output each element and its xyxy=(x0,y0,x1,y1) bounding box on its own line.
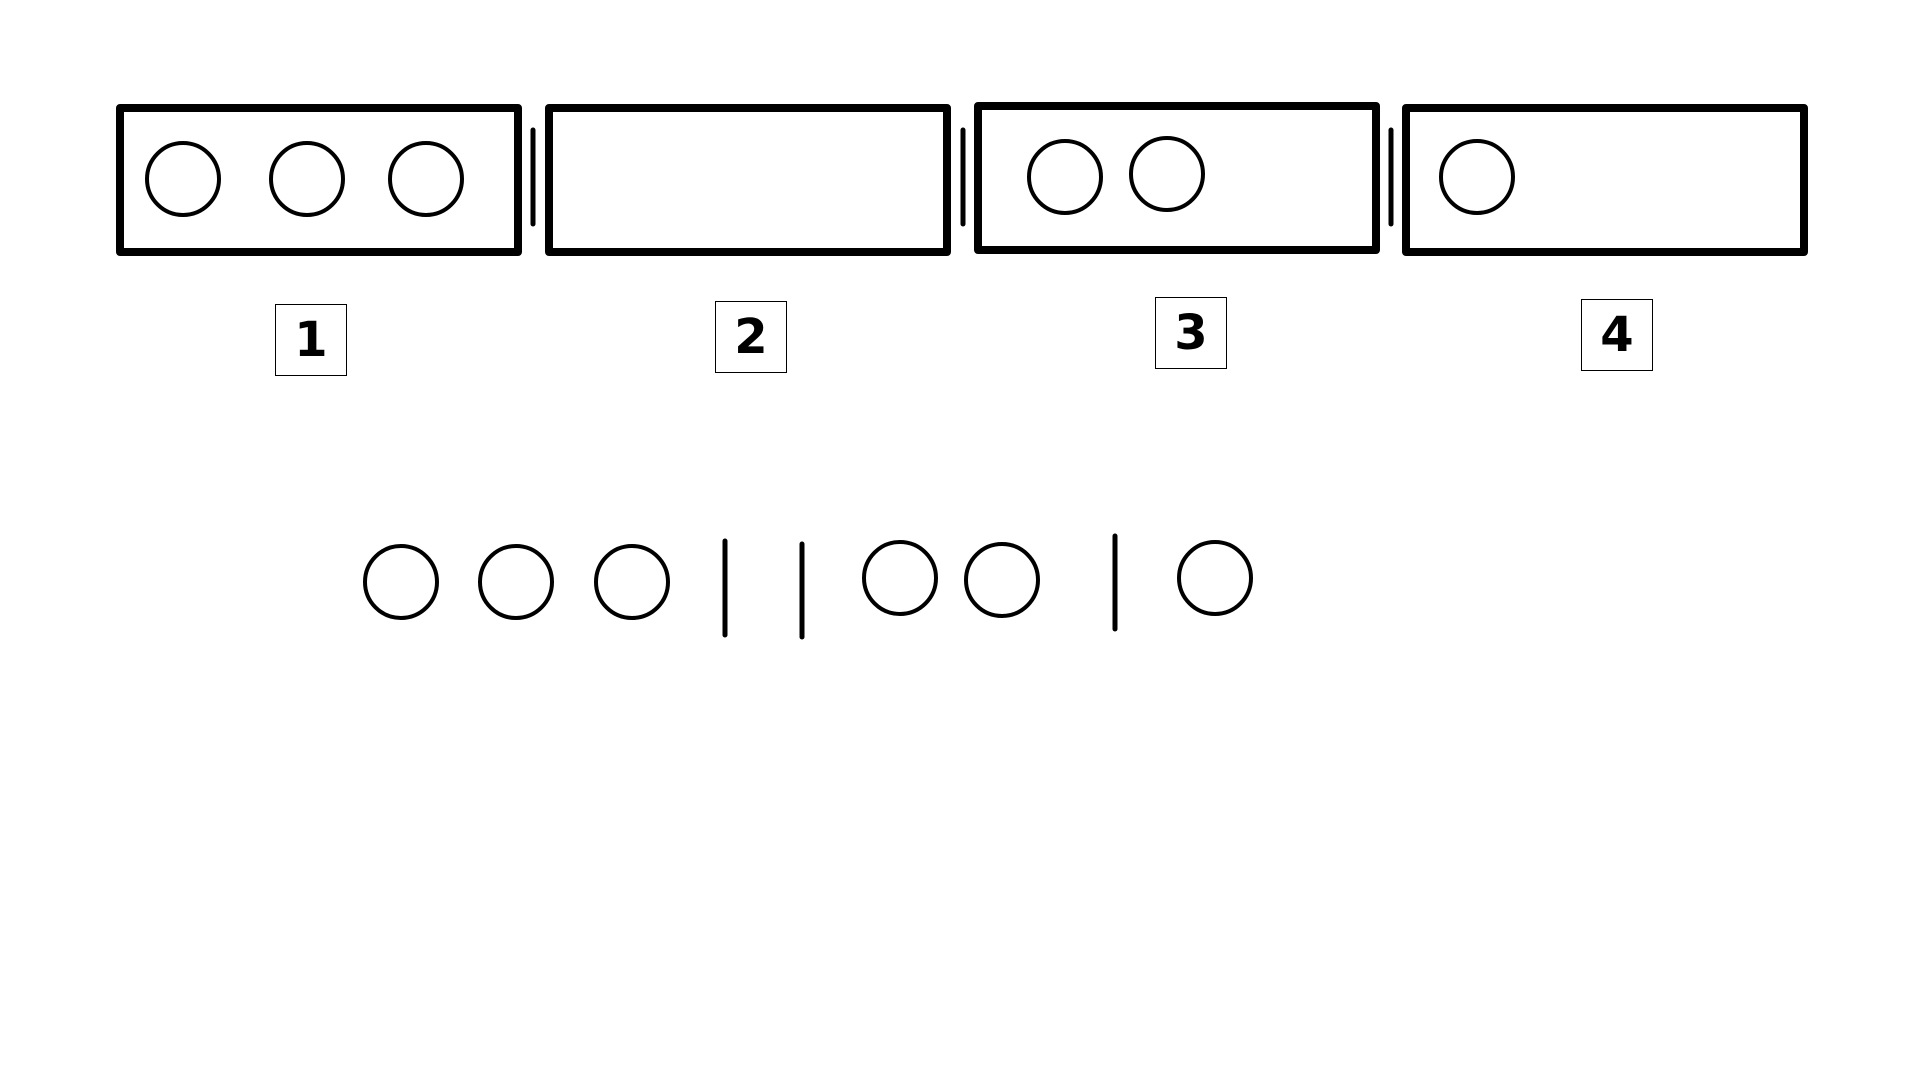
box-3-circle xyxy=(1027,139,1103,215)
box-1-circle xyxy=(145,141,221,217)
box-1 xyxy=(116,104,522,256)
box-4-circle xyxy=(1439,139,1515,215)
box-3-label-frame: 3 xyxy=(1155,297,1227,369)
bottom-circle xyxy=(594,544,670,620)
bottom-circle xyxy=(862,540,938,616)
box-4-label: 4 xyxy=(1600,307,1634,363)
bottom-circle xyxy=(964,542,1040,618)
box-2-label: 2 xyxy=(734,309,768,365)
bottom-row xyxy=(363,533,1253,640)
box-1-label-frame: 1 xyxy=(275,304,347,376)
box-1-circle xyxy=(388,141,464,217)
box-3-circle xyxy=(1129,136,1205,212)
box-1-circle xyxy=(269,141,345,217)
box-4-label-frame: 4 xyxy=(1581,299,1653,371)
box-1-label: 1 xyxy=(294,312,328,368)
bottom-circle xyxy=(363,544,439,620)
box-3 xyxy=(974,102,1380,254)
box-2-label-frame: 2 xyxy=(715,301,787,373)
bottom-circle xyxy=(478,544,554,620)
box-row xyxy=(116,102,1808,256)
box-3-label: 3 xyxy=(1174,305,1208,361)
box-2 xyxy=(545,104,951,256)
bottom-circle xyxy=(1177,540,1253,616)
box-4 xyxy=(1402,104,1808,256)
